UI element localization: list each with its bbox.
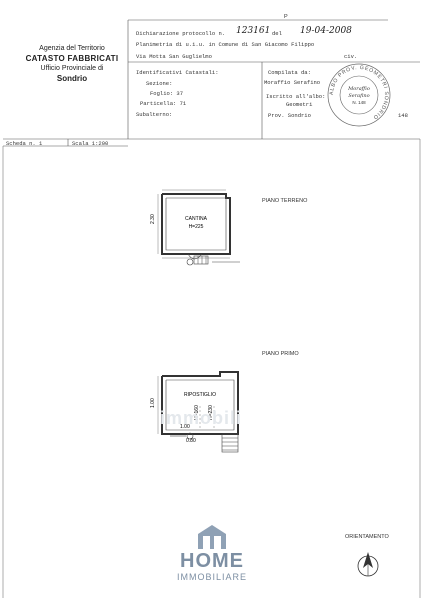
home-logo-icon [198,525,226,549]
stamp-line-1: Moraffio [347,86,370,92]
address-line: Via Motta San Guglielmo [136,53,212,60]
logo-subtitle: IMMOBILIARE [176,572,247,582]
scala-label: Scala 1:200 [72,140,109,147]
catasto-title: CATASTO FABBRICATI [25,54,119,63]
scheda-label: Scheda n. 1 [6,140,43,147]
declaration-number: 123161 [236,26,271,36]
ripostiglio-dim-2: 1.00 [180,424,190,430]
geometri-label: Geometri [286,101,313,108]
floor-label-ground: PIANO TERRENO [262,198,308,204]
logo-title: HOME [180,550,244,572]
stamp-line-3: N. 148 [352,100,366,105]
particella-value: Particella: 71 [140,100,187,107]
floor-label-first: PIANO PRIMO [262,351,299,357]
province-name: Sondrio [56,74,88,83]
agency-name: Agenzia del Territorio [39,45,105,52]
declaration-del: del [272,30,282,37]
identificativi-title: Identificativi Catastali: [136,69,219,76]
planimetria-line: Planimetria di u.i.u. in Comune di San G… [136,41,315,48]
subalterno-label: Subalterno: [136,111,173,118]
foglio-value: Foglio: 37 [150,90,184,97]
civ-label: civ. [344,53,358,60]
top-mark: P [284,14,288,20]
home-logo: HOME IMMOBILIARE [162,550,262,582]
geometri-stamp: ALBO PROV. GEOMETRI SONDRIO Moraffio Ser… [327,63,391,127]
ripostiglio-height-2: H=230 [208,405,214,420]
declaration-date: 19-04-2008 [300,26,352,36]
sezione-label: Sezione: [146,80,173,87]
watermark-text: immobili [160,408,243,428]
orientamento-label: ORIENTAMENTO [345,534,389,540]
cantina-label: CANTINA [185,216,208,222]
iscritto-label: Iscritto all'albo: [266,93,326,100]
ripostiglio-plan: RIPOSTIGLIO H=160 H=230 1.00 1.00 0.80 [150,371,239,453]
compilata-name: Moraffio Serafino [264,79,321,86]
cantina-dim: 2.30 [150,214,156,224]
north-arrow-icon [357,552,379,577]
ufficio-label: Ufficio Provinciale di [40,65,104,72]
prov-label: Prov. Sondrio [268,112,311,119]
ripostiglio-dim-1: 1.00 [150,398,156,408]
stamp-line-2: Serafino [348,93,369,99]
ripostiglio-height-1: H=160 [194,405,200,420]
cantina-plan: CANTINA H=225 2.30 [150,189,240,266]
compilata-title: Compilata da: [268,69,311,76]
agency-block: Agenzia del Territorio CATASTO FABBRICAT… [8,44,136,84]
albo-number: 148 [398,112,408,119]
ripostiglio-dim-3: 0.80 [186,438,196,444]
ripostiglio-label: RIPOSTIGLIO [184,392,216,398]
declaration-prefix: Dichiarazione protocollo n. [136,30,226,37]
cantina-height: H=225 [189,224,204,230]
